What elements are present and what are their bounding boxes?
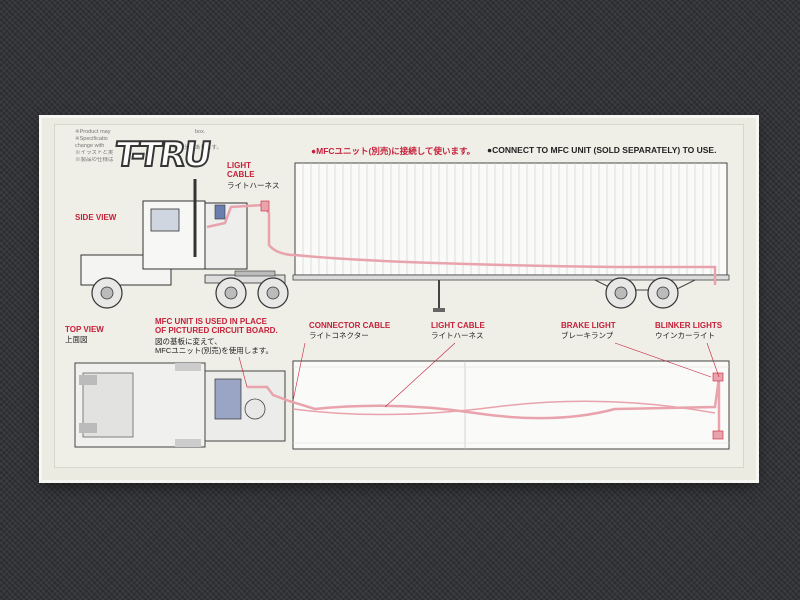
mfc-unit-jp2: MFCユニット(別売)を使用します。 [155,346,273,355]
note-line: ※Specificatio [75,136,108,142]
connector-cable-label: CONNECTOR CABLE [309,321,391,330]
trailer-side [292,162,730,312]
light-cable-label-top: LIGHT CABLE [227,161,255,179]
light-cable-label-bottom: LIGHT CABLE [431,321,485,330]
brake-light-jp: ブレーキランプ [561,331,614,340]
note-line: ※Product may [75,129,111,135]
tractor-side [80,179,295,309]
top-view-label: TOP VIEW [65,325,104,334]
brake-light-label: BRAKE LIGHT [561,321,616,330]
note-line: ※イラストと実 [75,150,114,156]
top-view-jp: 上面図 [65,335,88,344]
banner-en: ●CONNECT TO MFC UNIT (SOLD SEPARATELY) T… [487,145,717,155]
light-cable-jp-bottom: ライトハーネス [431,331,484,340]
mfc-unit-en1: MFC UNIT IS USED IN PLACE [155,317,268,326]
note-line: change with [75,143,105,149]
blinker-lights-label: BLINKER LIGHTS [655,321,723,330]
note-line: ※製品の仕様は [75,157,114,163]
banner-jp: ●MFCユニット(別売)に接続して使います。 [311,146,476,156]
light-cable-jp-top: ライトハーネス [227,181,280,190]
side-view-label: SIDE VIEW [75,213,117,222]
product-box: ※Product may ※Specificatio change with ※… [42,118,756,480]
disclaimer-notes: ※Product may ※Specificatio change with ※… [75,129,195,164]
note-box-fragment: box. [195,129,206,135]
mfc-unit-jp: 図の基板に変えて、 MFCユニット(別売)を使用します。 [155,337,273,355]
top-view-diagram [74,342,730,450]
mfc-unit-jp1: 図の基板に変えて、 [155,337,222,346]
mfc-unit-en2: OF PICTURED CIRCUIT BOARD. [155,326,278,335]
mfc-unit-note: MFC UNIT IS USED IN PLACE OF PICTURED CI… [155,317,278,335]
light-cable-en2: CABLE [227,170,255,179]
instruction-panel: ※Product may ※Specificatio change with ※… [54,124,744,468]
blinker-lights-jp: ウインカーライト [655,331,715,340]
truck-diagram [74,162,730,450]
note-jp-fragment: る部分があります。 [173,145,222,151]
light-cable-en1: LIGHT [227,161,251,170]
connector-cable-jp: ライトコネクター [309,331,369,340]
